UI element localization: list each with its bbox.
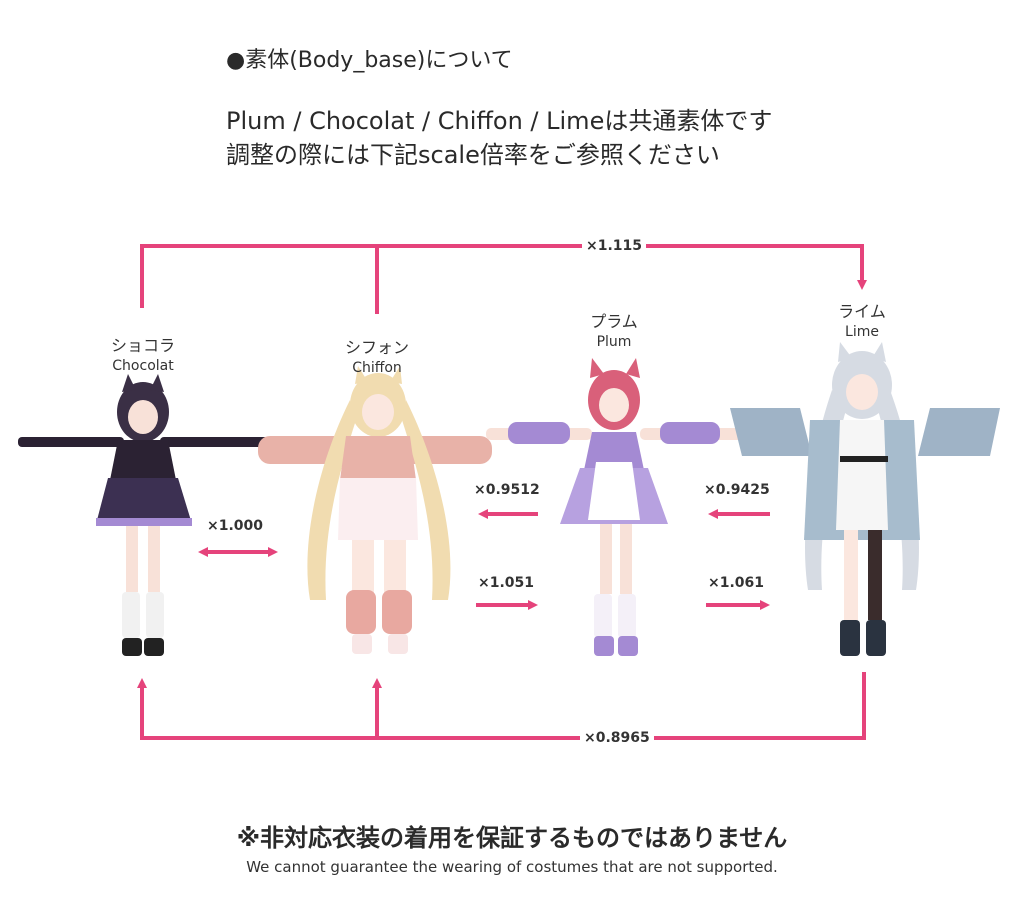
chocolat-name-en: Chocolat bbox=[112, 358, 174, 374]
warning-notice-en: We cannot guarantee the wearing of costu… bbox=[246, 858, 778, 876]
ratio-lime-to-plum-label: ×0.9425 bbox=[700, 482, 774, 498]
plum-label: プラム Plum bbox=[544, 308, 684, 350]
chiffon-label: シフォン Chiffon bbox=[307, 334, 447, 376]
bottom-connector bbox=[137, 672, 866, 740]
ratio-chocolat-chiffon-label: ×1.000 bbox=[203, 518, 268, 534]
lime-name-jp: ライム bbox=[838, 302, 886, 321]
ratio-plum-to-chiffon-label: ×0.9512 bbox=[470, 482, 544, 498]
ratio-bottom-label: ×0.8965 bbox=[580, 730, 654, 746]
chocolat-figure bbox=[18, 374, 270, 656]
top-connector bbox=[140, 244, 867, 308]
intro-line-1: Plum / Chocolat / Chiffon / Limeは共通素体です bbox=[226, 107, 773, 135]
chocolat-label: ショコラ Chocolat bbox=[73, 332, 213, 374]
plum-name-en: Plum bbox=[596, 334, 632, 350]
plum-name-jp: プラム bbox=[590, 312, 638, 331]
warning-notice-jp: ※非対応衣装の着用を保証するものではありません bbox=[236, 824, 788, 852]
section-heading: ●素体(Body_base)について bbox=[226, 48, 513, 73]
chocolat-name-jp: ショコラ bbox=[110, 336, 175, 355]
lime-name-en: Lime bbox=[845, 324, 879, 340]
lime-label: ライム Lime bbox=[792, 298, 932, 340]
chiffon-figure bbox=[258, 366, 492, 654]
ratio-chiffon-to-plum-label: ×1.051 bbox=[474, 575, 539, 591]
plum-figure bbox=[486, 358, 744, 656]
chiffon-name-en: Chiffon bbox=[352, 360, 402, 376]
intro-line-2: 調整の際には下記scale倍率をご参照ください bbox=[226, 141, 720, 169]
intro-text: Plum / Chocolat / Chiffon / Limeは共通素体です … bbox=[226, 104, 772, 172]
ratio-top-label: ×1.115 bbox=[582, 238, 647, 254]
ratio-plum-to-lime-label: ×1.061 bbox=[704, 575, 769, 591]
chiffon-name-jp: シフォン bbox=[344, 338, 409, 357]
lime-figure bbox=[730, 342, 1000, 656]
